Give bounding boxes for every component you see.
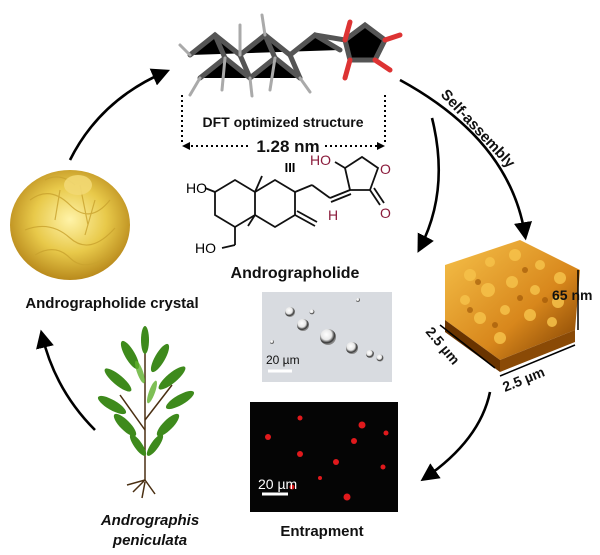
chem-label-o-ring: O [380,161,391,177]
fluorescence-image: 20 µm [250,402,398,512]
chem-label-ho-top-right: HO [310,152,331,168]
cycle-arrows [36,68,532,482]
arrow-structure-to-micrograph [417,117,440,253]
crystal-image [10,170,130,280]
self-assembly-label: Self-assembly [437,86,519,172]
plant-image [97,326,195,499]
afm-surface-plot [439,240,580,377]
plant-label-line1: Andrographis [100,512,199,529]
fluorescence-scale-label: 20 µm [258,476,297,492]
andrographolide-skeletal-formula [204,155,385,249]
arrow-crystal-to-structure [68,68,171,161]
optical-micrograph: 20 µm [262,292,392,382]
micrograph-scale-label: 20 µm [266,353,300,367]
compound-numeral: III [285,160,296,175]
chem-label-ho-top-left: HO [186,180,207,196]
arrow-structure-to-afm [399,78,532,241]
afm-height-label: 65 nm [552,287,592,303]
dimension-label: 1.28 nm [256,137,319,156]
chem-label-h: H [328,207,338,223]
chem-label-ho-bottom: HO [195,240,216,256]
chem-label-o-carbonyl: O [380,205,391,221]
crystal-label: Andrographolide crystal [25,295,198,312]
dimension-guides [181,95,386,147]
arrow-plant-to-crystal [36,329,96,431]
compound-name: Andrographolide [231,265,360,282]
dft-structure-label: DFT optimized structure [202,114,363,130]
entrapment-label: Entrapment [280,523,363,540]
plant-label-line2: peniculata [112,532,187,549]
arrow-afm-to-entrapment [420,391,492,482]
dft-structure-model [178,13,403,98]
